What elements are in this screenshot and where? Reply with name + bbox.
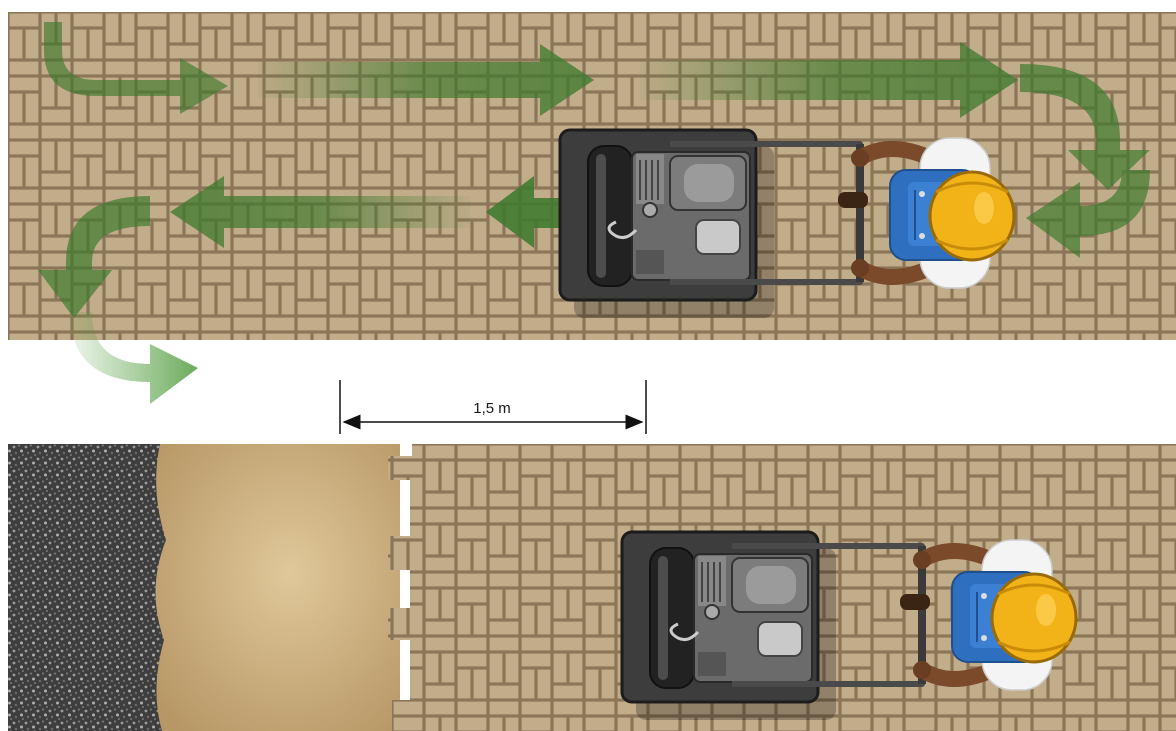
dimension-label: 1,5 m (473, 400, 511, 417)
sand-bed (155, 444, 400, 731)
gravel-base (8, 444, 168, 731)
